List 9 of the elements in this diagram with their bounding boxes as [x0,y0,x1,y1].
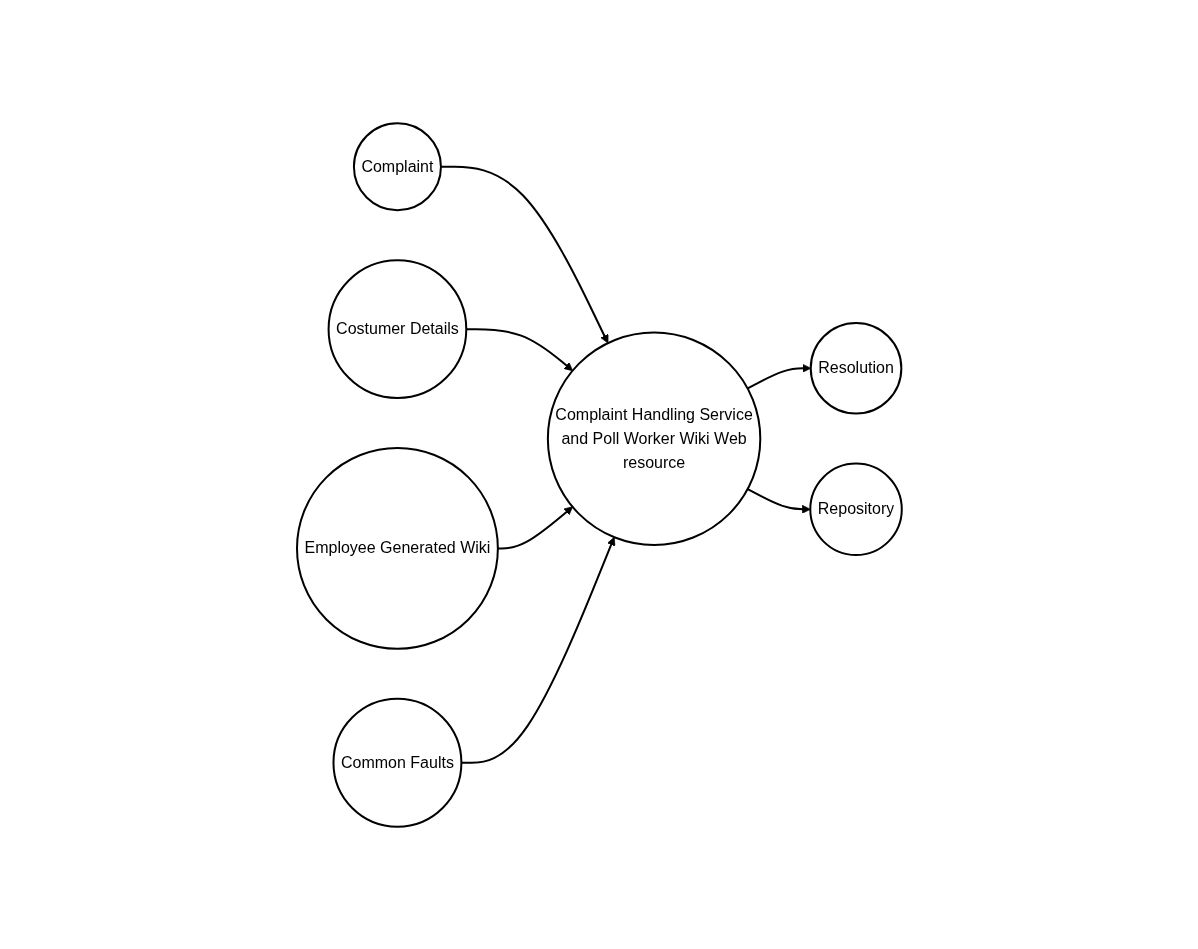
arrow [746,363,811,389]
node-circle: Complaint [352,121,442,211]
node-circle: Complaint Handling Service and Poll Worker Wiki Web resource [546,331,761,546]
node-circle: Common Faults [332,697,462,828]
node-circle: Resolution [809,321,902,415]
node-circle: Repository [808,462,903,556]
node-circle: Costumer Details [327,258,467,399]
arrow [746,487,811,514]
node-circle: Employee Generated Wiki [295,446,499,650]
